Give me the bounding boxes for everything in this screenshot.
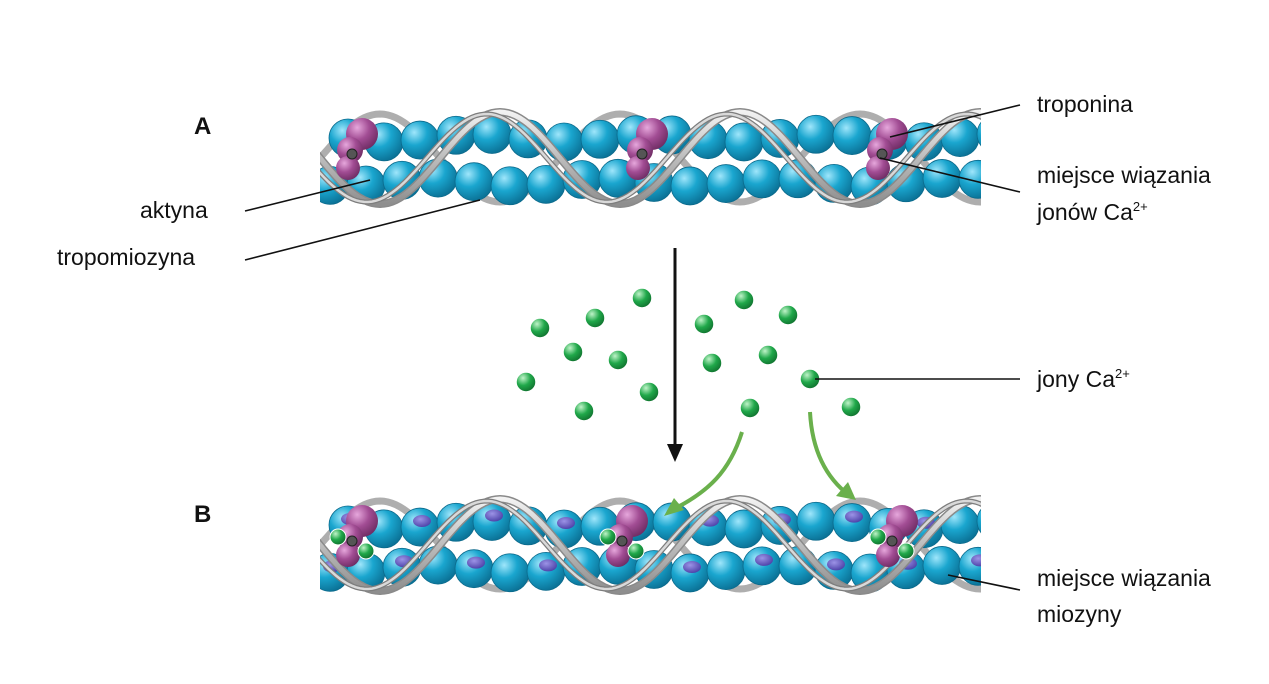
calcium-ions-cloud xyxy=(515,287,862,422)
actin-monomer xyxy=(454,162,494,202)
label-troponina: troponina xyxy=(1037,91,1133,117)
leader-line-tropomiozyna xyxy=(244,199,481,261)
actin-monomer xyxy=(490,553,530,593)
actin-monomer xyxy=(922,159,962,198)
calcium-binding-site xyxy=(346,148,358,160)
actin-monomer xyxy=(922,546,962,585)
calcium-ion xyxy=(631,287,653,309)
leader-line-aktyna xyxy=(244,179,371,212)
label-ca-site-text: jonów Ca xyxy=(1037,199,1133,225)
myosin-binding-site xyxy=(989,509,1007,521)
bound-calcium-ion xyxy=(329,528,347,546)
calcium-ion xyxy=(515,371,537,393)
myosin-binding-site xyxy=(755,553,773,566)
actin-monomer xyxy=(958,546,981,586)
actin-monomer xyxy=(706,164,746,203)
myosin-binding-site xyxy=(971,554,981,567)
troponin-subunit xyxy=(876,543,900,567)
label-tropomiozyna: tropomiozyna xyxy=(57,244,196,270)
leader-line-myosin-site xyxy=(947,574,1021,591)
transition-arrowhead xyxy=(667,444,683,462)
actin-monomer xyxy=(832,503,872,542)
leader-line-troponina xyxy=(889,104,1021,138)
calcium-ion xyxy=(529,317,551,339)
actin-monomer xyxy=(796,501,836,541)
troponin-subunit xyxy=(866,156,890,180)
calcium-ion xyxy=(777,304,799,326)
label-jony-text: jony Ca xyxy=(1037,366,1115,392)
bound-calcium-ion xyxy=(599,528,617,546)
calcium-binding-site xyxy=(886,535,898,547)
calcium-ion xyxy=(573,400,595,422)
calcium-binding-site xyxy=(636,148,648,160)
myosin-binding-site xyxy=(683,560,701,573)
tropomyosin-strand-secondary-highlight xyxy=(320,112,981,204)
myosin-binding-site xyxy=(467,556,485,569)
calcium-ion xyxy=(757,344,779,366)
panel-label-a: A xyxy=(194,113,212,140)
troponin-subunit xyxy=(606,543,630,567)
calcium-ion xyxy=(607,349,629,371)
calcium-ion xyxy=(739,397,761,419)
calcium-ion xyxy=(701,352,723,374)
calcium-ion xyxy=(638,381,660,403)
label-jony-sup: 2+ xyxy=(1114,366,1130,381)
actin-monomer xyxy=(976,121,981,147)
bound-calcium-ion xyxy=(627,542,645,560)
myosin-binding-site xyxy=(845,510,863,523)
calcium-binding-arrowhead-left xyxy=(664,498,684,516)
calcium-binding-site xyxy=(876,148,888,160)
actin-monomer xyxy=(832,116,872,155)
calcium-binding-arrowhead-right xyxy=(836,482,856,500)
actin-monomer xyxy=(706,551,746,590)
calcium-ion xyxy=(562,341,584,363)
troponin-subunit xyxy=(336,156,360,180)
actin-monomer xyxy=(490,166,530,206)
calcium-binding-site xyxy=(616,535,628,547)
label-jony: jony Ca2+ xyxy=(1037,364,1130,394)
label-ca-site-sup: 2+ xyxy=(1132,199,1148,214)
calcium-ion xyxy=(733,289,755,311)
actin-filament-a xyxy=(320,107,981,209)
bound-calcium-ion xyxy=(869,528,887,546)
troponin-subunit xyxy=(336,543,360,567)
leader-line-ca-site xyxy=(879,157,1021,193)
myosin-binding-site xyxy=(485,509,503,522)
calcium-ion xyxy=(584,307,606,329)
actin-monomer xyxy=(796,114,836,154)
actin-filament-b xyxy=(320,494,1007,596)
tropomyosin-strand-highlight xyxy=(320,496,981,594)
actin-monomer xyxy=(976,508,981,534)
label-ca-site-line2: jonów Ca2+ xyxy=(1037,197,1148,227)
calcium-binding-arrow-right xyxy=(808,411,852,498)
actin-monomer xyxy=(580,119,620,159)
tropomyosin-strand-highlight xyxy=(320,109,981,207)
bound-calcium-ion xyxy=(357,542,375,560)
bound-calcium-ion xyxy=(897,542,915,560)
tropomyosin-strand-secondary-highlight xyxy=(320,499,981,591)
myosin-binding-site xyxy=(539,559,557,572)
troponin-subunit xyxy=(626,156,650,180)
calcium-ion xyxy=(693,313,715,335)
calcium-ion xyxy=(840,396,862,418)
actin-monomer xyxy=(454,549,494,589)
actin-monomer xyxy=(670,553,710,593)
label-aktyna: aktyna xyxy=(140,197,208,223)
myosin-binding-site xyxy=(827,558,845,571)
label-myosin-site-line2: miozyny xyxy=(1037,601,1122,627)
label-myosin-site-line1: miejsce wiązania xyxy=(1037,565,1211,591)
calcium-binding-site xyxy=(346,535,358,547)
calcium-binding-arrow-left xyxy=(667,431,744,514)
myosin-binding-site xyxy=(413,515,431,528)
myosin-binding-site xyxy=(557,516,575,529)
actin-monomer xyxy=(670,166,710,206)
actin-monomer xyxy=(742,159,782,199)
panel-label-b: B xyxy=(194,501,212,528)
actin-monomer xyxy=(742,546,782,586)
label-ca-site-line1: miejsce wiązania xyxy=(1037,162,1211,188)
